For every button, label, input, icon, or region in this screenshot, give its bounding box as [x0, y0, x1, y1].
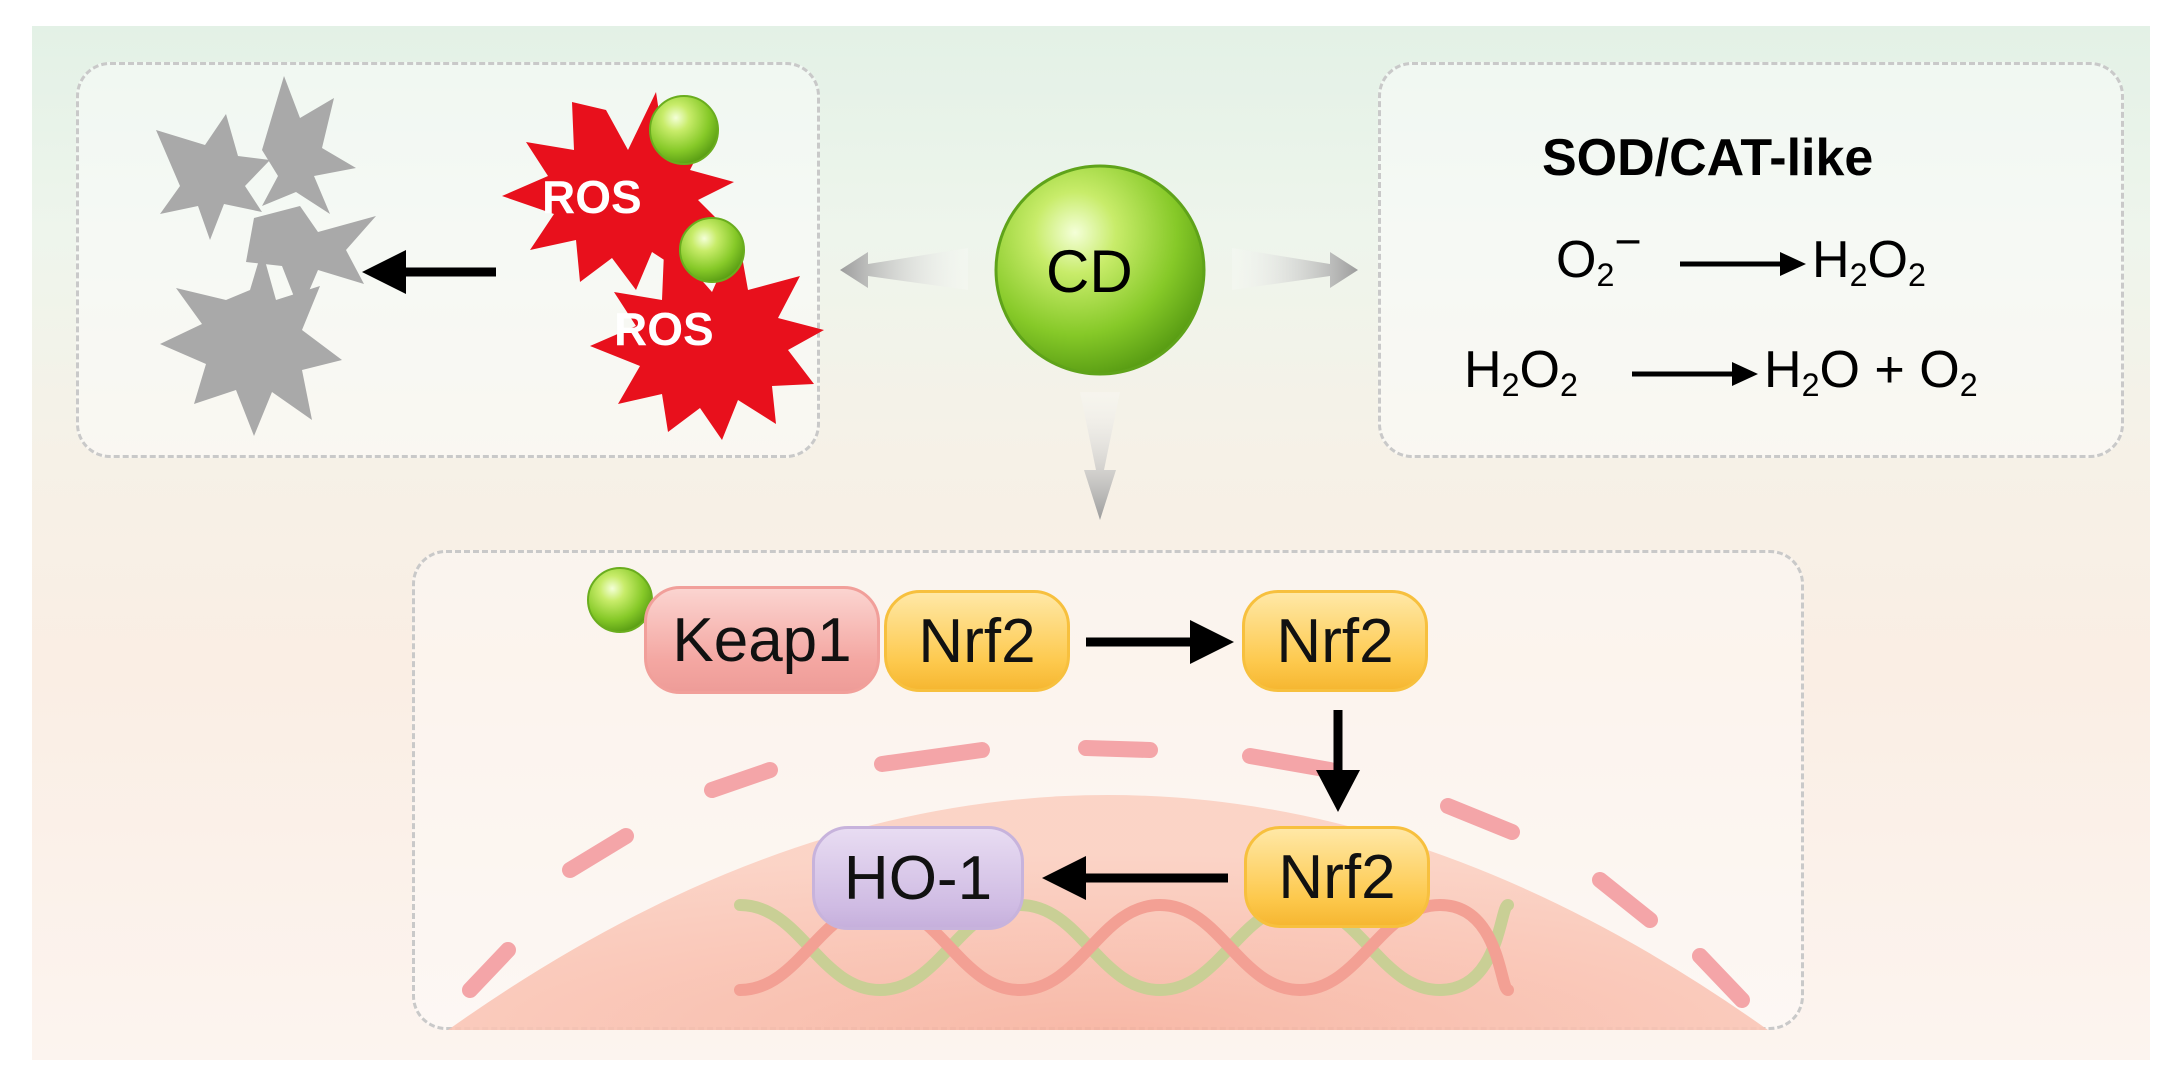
enzyme-title: SOD/CAT-like [1542, 129, 1874, 187]
reactant: H [1464, 341, 1502, 399]
arrow-to-enzyme-panel [1232, 248, 1358, 290]
subscript: 2 [1559, 367, 1578, 404]
carbon-dot-icon [994, 164, 1206, 376]
reaction-peroxide: H2O2 [1464, 344, 1578, 401]
keap1-protein: Keap1 [644, 586, 880, 694]
superscript: − [1614, 215, 1642, 268]
subscript: 2 [1959, 367, 1978, 404]
arrow-icon [1632, 362, 1758, 386]
gradient-arrows [840, 248, 1358, 520]
subscript: 2 [1501, 367, 1520, 404]
reaction-superoxide: O2− [1556, 218, 1642, 294]
ros-burst-icon [502, 92, 824, 440]
product: H [1764, 341, 1802, 399]
subscript: 2 [1801, 367, 1820, 404]
subscript: 2 [1596, 257, 1615, 294]
nucleus [448, 740, 1768, 1030]
nrf2-free-protein: Nrf2 [1242, 590, 1428, 692]
ros-label: ROS [614, 303, 714, 355]
nuclear-membrane-pores [462, 740, 1750, 1008]
nrf2-nuclear-protein: Nrf2 [1244, 826, 1430, 928]
nrf2-bound-protein: Nrf2 [884, 590, 1070, 692]
reaction-product-h2o2: H2O2 [1812, 234, 1926, 291]
nanoparticle-icon [587, 95, 745, 633]
subscript: 2 [1849, 257, 1868, 294]
ho1-protein: HO-1 [812, 826, 1024, 930]
pathway-arrows [1042, 620, 1360, 900]
reaction-products-water-oxygen: H2O + O2 [1764, 344, 1978, 401]
product: O [1867, 231, 1908, 289]
product: O [1819, 341, 1860, 399]
arrow-icon [362, 250, 496, 294]
reactant: O [1556, 231, 1597, 289]
damaged-cell-icon [156, 76, 376, 436]
arrow-to-ros-panel [840, 248, 968, 290]
ros-label: ROS [542, 171, 642, 223]
product: O [1919, 341, 1960, 399]
enzyme-activity-panel [1378, 62, 2124, 458]
arrow-icon [1680, 252, 1806, 276]
arrow-to-pathway-panel [1080, 392, 1120, 520]
subscript: 2 [1907, 257, 1926, 294]
plus-sign: + [1874, 341, 1905, 399]
product: H [1812, 231, 1850, 289]
cd-label: CD [1046, 238, 1133, 305]
reactant: O [1519, 341, 1560, 399]
